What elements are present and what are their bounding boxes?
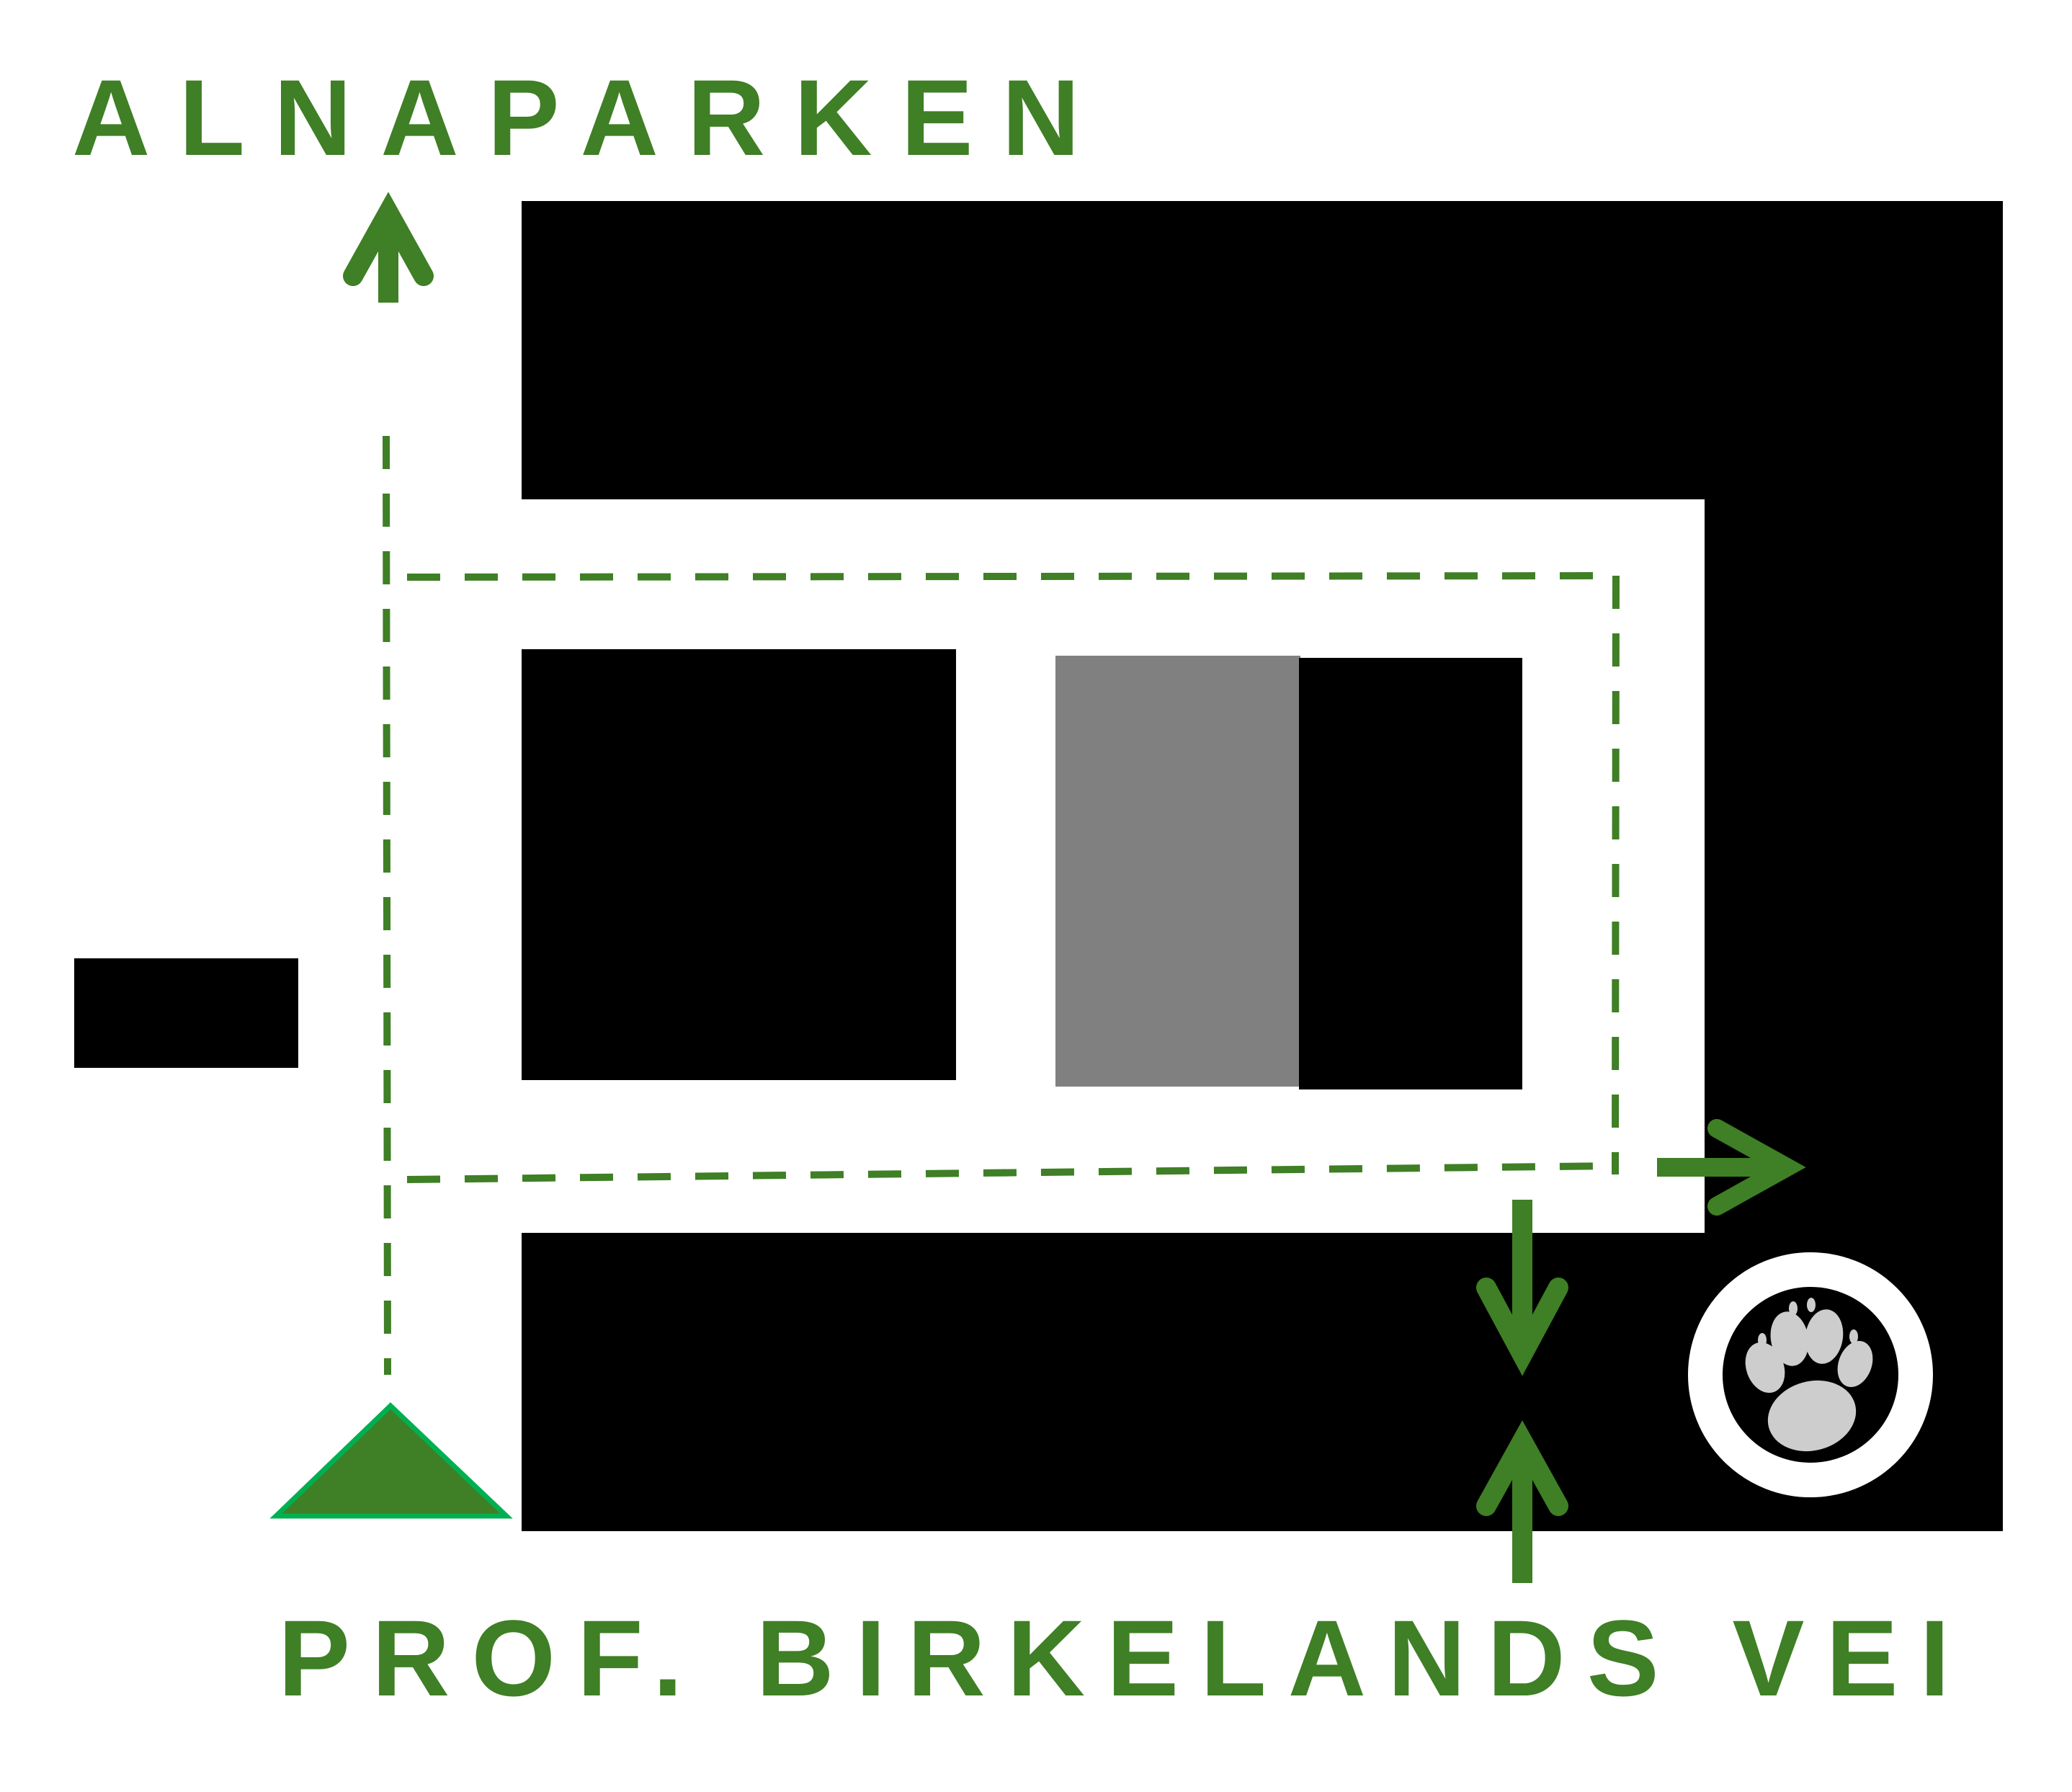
- dashed-route: [383, 435, 1620, 1376]
- building-center-gray: [1055, 656, 1300, 1087]
- arrow-down-icon: [1476, 1200, 1568, 1376]
- paw-print-icon: [1688, 1252, 1933, 1497]
- street-label-prof-birkelands-vei: PROF. BIRKELANDS VEI: [278, 1597, 1972, 1719]
- building-center-right: [1299, 658, 1522, 1089]
- building-center-left: [522, 649, 956, 1080]
- street-label-alnaparken: ALNAPARKEN: [72, 57, 1109, 178]
- arrow-right-icon: [1657, 1119, 1806, 1216]
- triangle-icon: [269, 1402, 513, 1519]
- arrow-up-icon: [1476, 1420, 1568, 1583]
- arrow-up-icon: [343, 192, 434, 303]
- building-small-left: [74, 958, 298, 1068]
